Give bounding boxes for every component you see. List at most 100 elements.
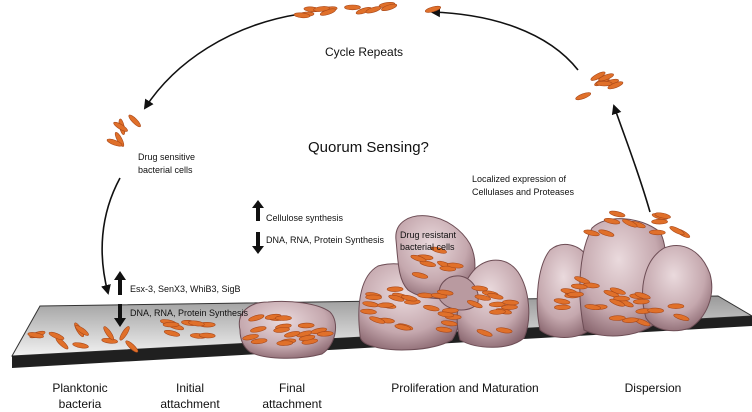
arrow-top-left [143, 13, 301, 110]
bacterium-dispersing-cells [583, 229, 600, 237]
stage-dispersion: Dispersion [625, 381, 682, 395]
bacterium-mature-cells-right [467, 300, 483, 309]
bacterium-initial-attachment-cells [162, 321, 180, 328]
stage-initial-1: Initial [176, 381, 204, 395]
bacterium-mature-cells-left [435, 326, 453, 333]
bacterium-dispersion-biofilm-cells [667, 303, 685, 309]
bacterium-planktonic-cells [125, 340, 139, 353]
bacterium-mature-cells-left [388, 294, 405, 302]
stage-final-2: attachment [262, 397, 322, 411]
bacterium-final-attachment-cells [242, 334, 259, 341]
bacterium-mature-cells-top [410, 254, 427, 263]
bacterium-dispersing-cells [651, 218, 668, 225]
bacterium-dispersion-biofilm-cells [633, 298, 650, 305]
bacterium-planktonic-cells [48, 331, 65, 340]
bacterium-initial-attachment-cells [163, 329, 181, 337]
bacterium-mature-cells-left [423, 304, 440, 312]
bacterium-mature-cells-left [369, 316, 386, 324]
bacterium-dispersion-biofilm-cells [554, 304, 571, 311]
bacterium-mature-cells-right [502, 299, 519, 306]
bacterium-planktonic-cells [27, 332, 44, 339]
dna-down-arrow-1 [252, 232, 264, 254]
bacterium-mature-cells-right [489, 309, 506, 315]
bacterium-mature-cells-top [411, 272, 429, 279]
cycle-repeats-label: Cycle Repeats [325, 45, 403, 59]
bacterium-top-cluster [344, 4, 361, 11]
bacterium-mature-cells-right [476, 329, 493, 337]
bacterium-dispersing-cells [622, 218, 638, 228]
bacterium-mature-cells-left [437, 311, 455, 318]
bacterium-dispersing-cells [649, 229, 666, 236]
bacterium-initial-attachment-cells [188, 320, 205, 327]
bacterium-right-rising-cluster [598, 73, 614, 82]
bacterium-mature-cells-left [377, 302, 394, 308]
drug-sensitive-label-1: Drug sensitive [138, 152, 195, 162]
bacterium-dispersion-biofilm-cells [553, 298, 571, 305]
bacterium-final-attachment-cells [275, 315, 292, 321]
quorum-sensing-label: Quorum Sensing? [308, 139, 429, 156]
cellulose-synthesis-label: Cellulose synthesis [266, 213, 344, 223]
bacterium-planktonic-cells [72, 342, 89, 349]
stage-planktonic-2: bacteria [59, 397, 102, 411]
bacterium-left-drifting-cells [113, 121, 128, 132]
bacterium-dispersing-cells [609, 210, 626, 218]
bacterium-planktonic-cells [74, 325, 89, 336]
bacterium-mature-cells-top [419, 260, 436, 267]
bacterium-mature-cells-left [401, 294, 418, 302]
arrow-left-down [101, 177, 121, 295]
bacterium-dispersing-cells [603, 218, 621, 225]
stage-final-1: Final [279, 381, 305, 395]
bacterium-final-attachment-cells [273, 327, 290, 333]
bacterium-final-attachment-cells [250, 338, 268, 345]
bacterium-top-cluster [313, 6, 330, 12]
bacterium-final-attachment-cells [297, 322, 315, 329]
cycle-arrows [101, 7, 651, 295]
bacterium-mature-cells-top [430, 246, 447, 254]
bacterium-dispersion-biofilm-cells [634, 292, 651, 300]
bacterium-dispersion-biofilm-cells [613, 295, 630, 302]
bacterium-dispersion-biofilm-cells [584, 304, 601, 311]
diagram-labels: Cycle Repeats Quorum Sensing? Drug sensi… [130, 45, 575, 318]
bacterium-mature-cells-left [360, 308, 377, 315]
drug-sensitive-label-2: bacterial cells [138, 165, 193, 175]
bacterium-mature-cells-left [394, 324, 411, 331]
dna-rna-protein-label-1: DNA, RNA, Protein Synthesis [266, 235, 385, 245]
stage-planktonic-1: Planktonic [52, 381, 107, 395]
bacterium-mature-cells-right [495, 327, 513, 334]
bacterium-mature-cells-left [386, 286, 404, 292]
bacterium-planktonic-cells [103, 326, 115, 341]
bacterium-right-rising-cluster [590, 71, 606, 81]
bacterium-dispersing-cells [654, 212, 671, 219]
localized-expression-label-1: Localized expression of [472, 174, 567, 184]
bacterium-dispersion-biofilm-cells [609, 315, 626, 321]
cellulose-up-arrow [252, 200, 264, 221]
bacterium-top-cluster [365, 6, 382, 14]
bacterium-mature-cells-left [440, 320, 458, 327]
dna-down-arrow-2 [114, 304, 126, 327]
biofilm-mature [358, 215, 530, 351]
bacterium-top-cluster [424, 5, 442, 13]
bacterium-dispersion-biofilm-cells [567, 291, 584, 298]
bacterium-dispersion-biofilm-cells [673, 313, 690, 321]
localized-expression-label-2: Cellulases and Proteases [472, 187, 575, 197]
bacterium-top-cluster [381, 3, 398, 11]
bacterium-dispersion-biofilm-cells [622, 317, 639, 323]
bacterium-left-drifting-cells [128, 114, 141, 128]
arrow-right-up [611, 104, 651, 213]
esx-label: Esx-3, SenX3, WhiB3, SigB [130, 284, 241, 294]
bacterium-final-attachment-cells [276, 340, 294, 346]
arrow-top-right [430, 7, 579, 71]
bacterium-right-rising-cluster [575, 92, 592, 101]
bacterium-planktonic-cells [119, 326, 130, 341]
stage-initial-2: attachment [160, 397, 220, 411]
bacterium-final-attachment-cells [284, 331, 301, 338]
bacterium-dispersing-cells [669, 226, 685, 236]
regulation-arrows [114, 200, 264, 327]
bacterium-mature-cells-right [501, 304, 518, 310]
bacterium-dispersion-biofilm-cells [571, 283, 588, 290]
bacteria-layer [27, 1, 691, 353]
bacterium-mature-cells-left [365, 294, 382, 301]
bacterium-final-attachment-cells [250, 326, 267, 333]
bacterium-right-rising-cluster [595, 80, 613, 87]
stage-proliferation: Proliferation and Maturation [391, 381, 538, 395]
